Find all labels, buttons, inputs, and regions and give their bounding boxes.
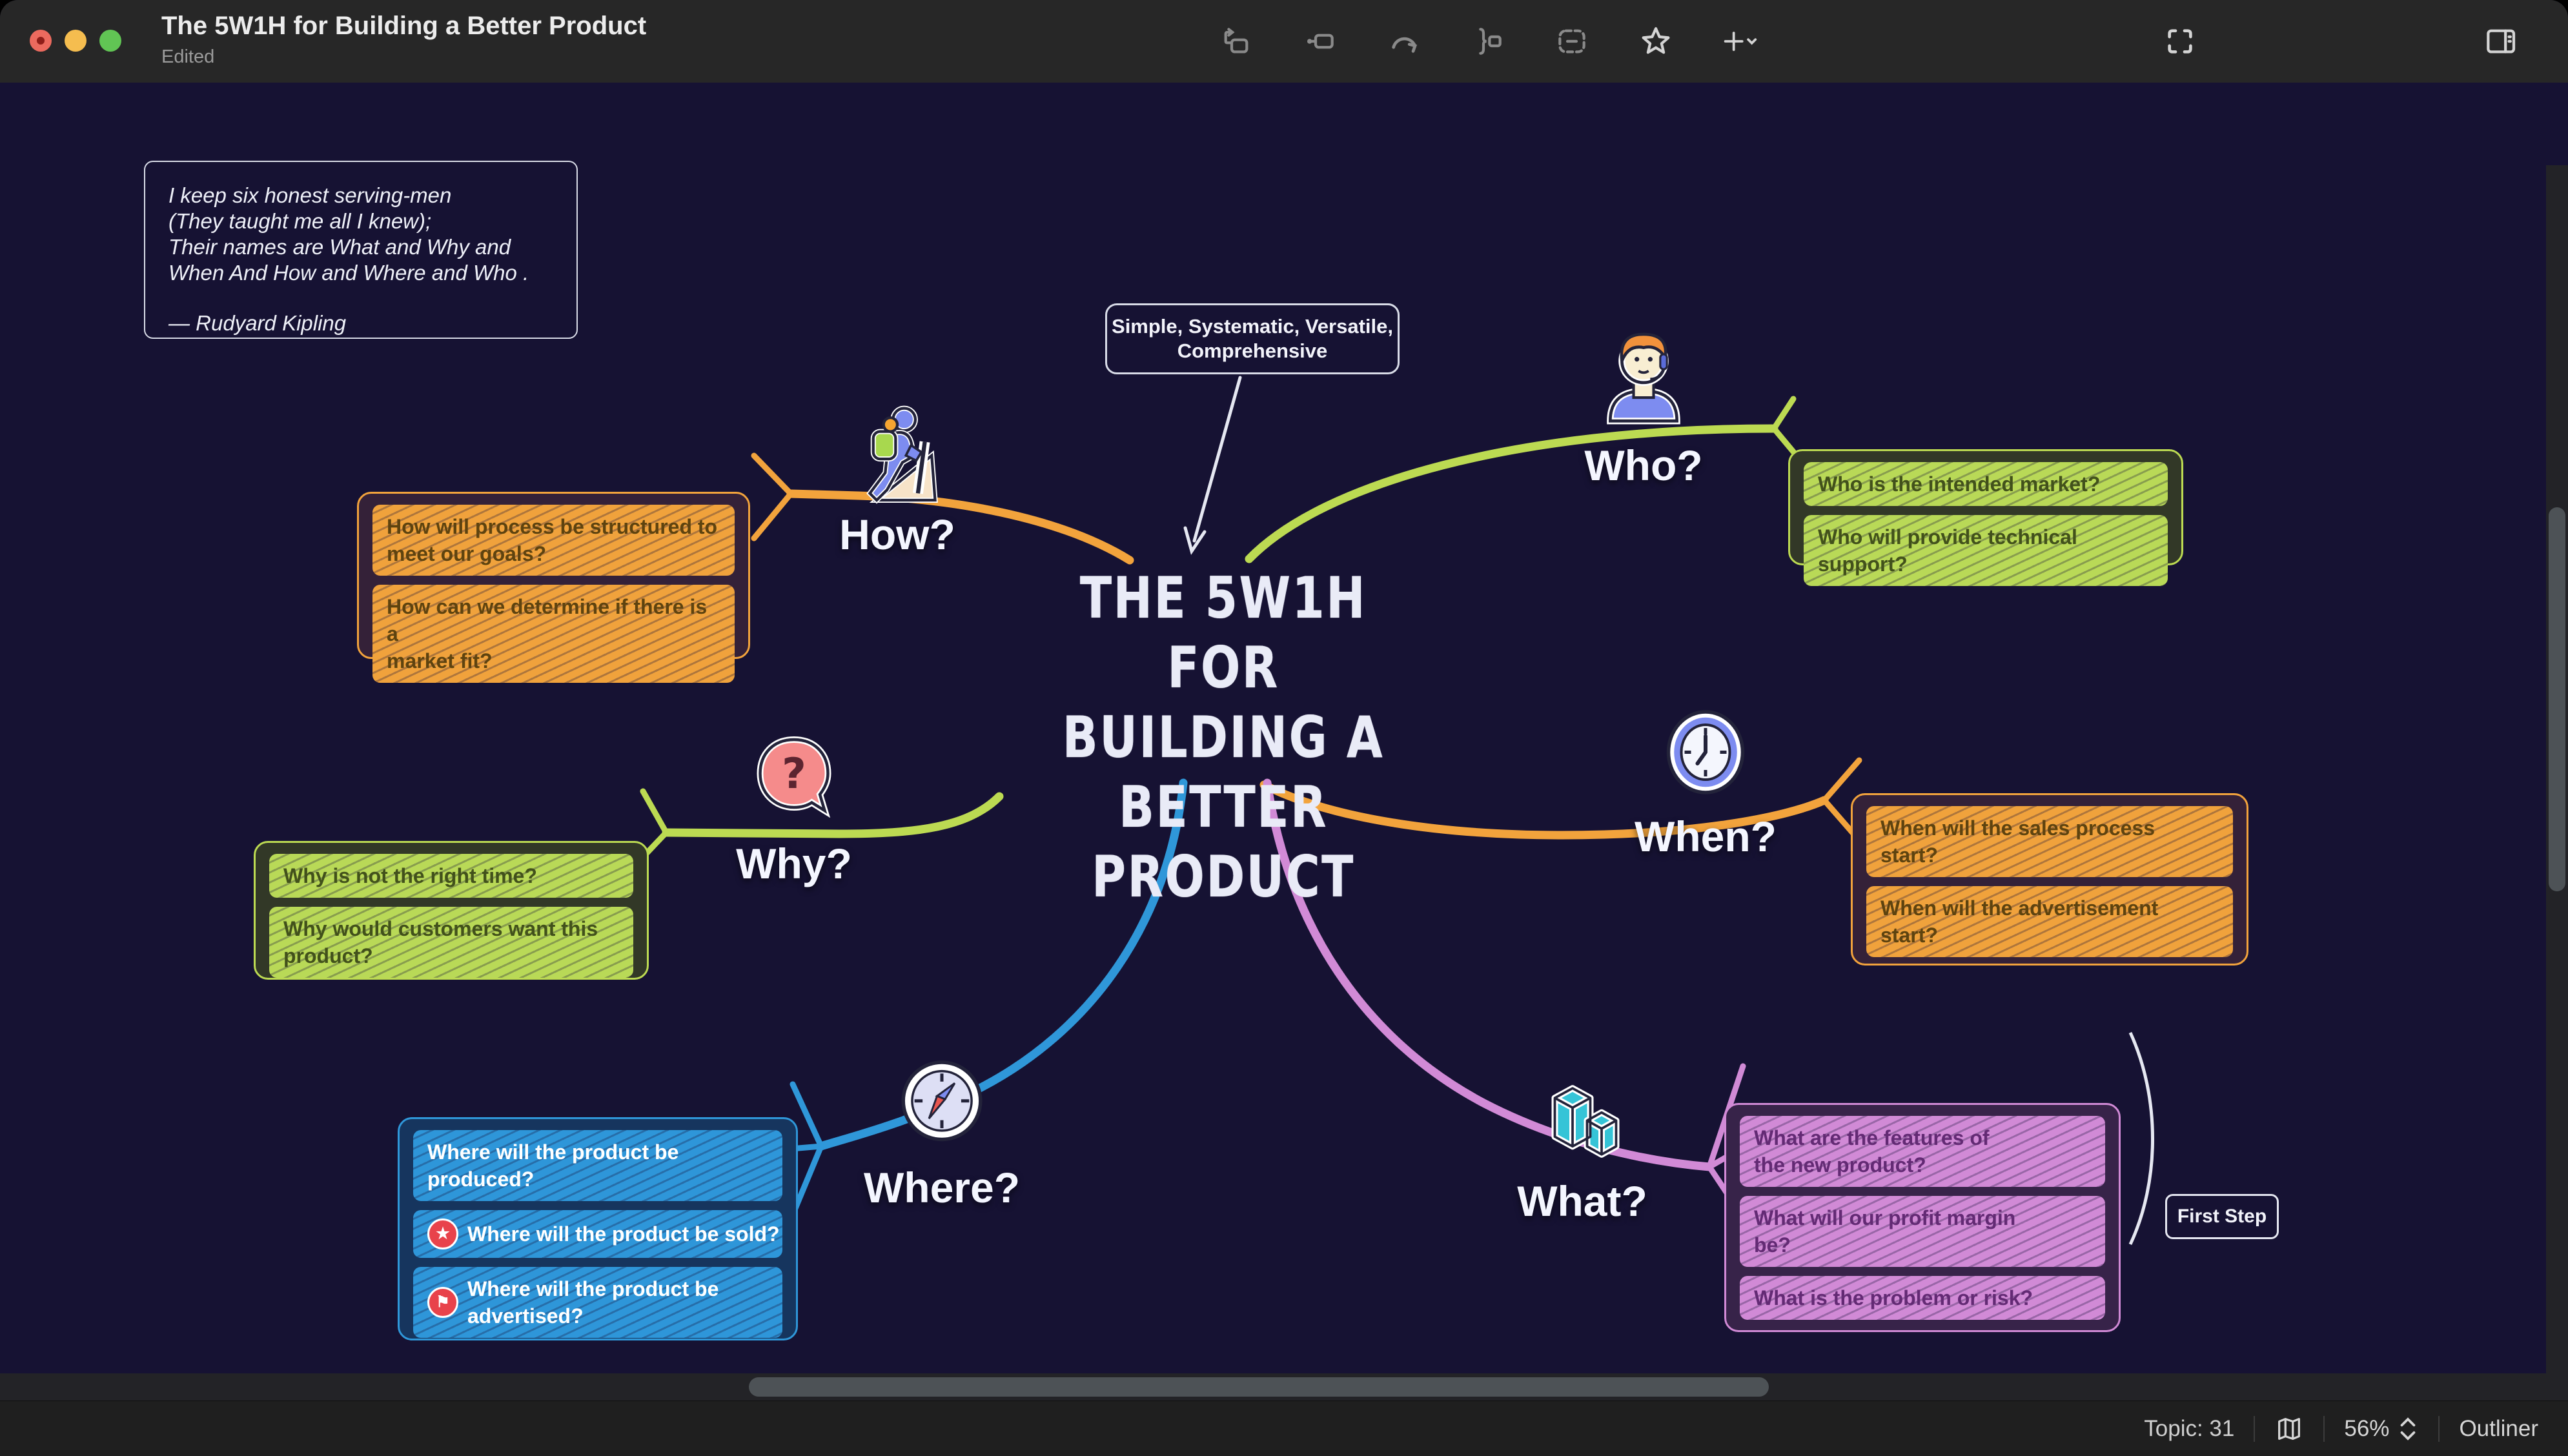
central-topic-line: BETTER PRODUCT xyxy=(1092,774,1355,910)
topic-text: Where will the product be advertised? xyxy=(467,1277,719,1328)
zoom-stepper-icon xyxy=(2401,1417,2416,1441)
topic-box[interactable]: How will process be structured to meet o… xyxy=(372,505,735,576)
when-boundary[interactable]: When will the sales process start? When … xyxy=(1851,793,2248,966)
topic-box[interactable]: What are the features of the new product… xyxy=(1740,1116,2105,1187)
zoom-level: 56% xyxy=(2344,1415,2390,1441)
branch-label-how[interactable]: How? xyxy=(839,511,955,558)
insert-subtopic-icon[interactable] xyxy=(1301,22,1340,61)
format-panel-icon[interactable] xyxy=(2481,22,2520,61)
outliner-button[interactable]: Outliner xyxy=(2459,1415,2538,1441)
quote-line: Their names are What and Why and xyxy=(168,235,511,259)
flag-marker-icon: ⚑ xyxy=(427,1287,458,1318)
why-boundary[interactable]: Why is not the right time? Why would cus… xyxy=(254,841,649,980)
cubes-icon xyxy=(1539,1075,1626,1168)
insert-topic-icon[interactable] xyxy=(1217,22,1256,61)
svg-text:?: ? xyxy=(782,750,806,798)
mindmap-canvas[interactable]: I keep six honest serving-men (They taug… xyxy=(0,83,2568,1456)
topic-box[interactable]: How can we determine if there is a marke… xyxy=(372,585,735,683)
title-bar: The 5W1H for Building a Better Product E… xyxy=(0,0,2568,83)
zoom-control[interactable]: 56% xyxy=(2344,1414,2419,1444)
branch-label-what[interactable]: What? xyxy=(1517,1177,1647,1225)
hiker-icon xyxy=(846,404,949,514)
quote-line: (They taught me all I knew); xyxy=(168,209,432,233)
minimize-button[interactable] xyxy=(65,30,87,52)
what-boundary[interactable]: What are the features of the new product… xyxy=(1724,1103,2121,1332)
topic-box[interactable]: Why is not the right time? xyxy=(269,854,633,898)
topic-count: Topic: 31 xyxy=(2144,1415,2235,1441)
central-topic-line: BUILDING A xyxy=(1062,704,1385,771)
summary-icon[interactable] xyxy=(1469,22,1507,61)
divider xyxy=(2323,1415,2325,1442)
insert-more-icon[interactable] xyxy=(1720,22,1759,61)
quote-topic[interactable]: I keep six honest serving-men (They taug… xyxy=(144,161,578,339)
where-boundary[interactable]: Where will the product be produced? ★ Wh… xyxy=(398,1117,798,1340)
quote-line: When And How and Where and Who . xyxy=(168,261,529,285)
horizontal-scrollbar-thumb[interactable] xyxy=(749,1377,1769,1397)
quote-author: — Rudyard Kipling xyxy=(168,311,347,335)
topic-box[interactable]: ⚑ Where will the product be advertised? xyxy=(413,1267,782,1338)
topic-box[interactable]: Who is the intended market? xyxy=(1804,462,2168,506)
relationship-icon[interactable] xyxy=(1385,22,1423,61)
clock-icon xyxy=(1660,705,1751,802)
central-topic[interactable]: THE 5W1H FOR BUILDING A BETTER PRODUCT xyxy=(1010,563,1436,912)
how-boundary[interactable]: How will process be structured to meet o… xyxy=(357,492,750,683)
summary-topic[interactable]: First Step xyxy=(2165,1194,2279,1239)
document-status: Edited xyxy=(161,46,215,67)
horizontal-scrollbar-track[interactable] xyxy=(0,1373,2568,1400)
compass-icon xyxy=(897,1056,987,1151)
close-button[interactable] xyxy=(30,30,52,52)
document-title: The 5W1H for Building a Better Product xyxy=(161,12,647,40)
fullscreen-icon[interactable] xyxy=(2161,22,2199,61)
topic-box[interactable]: Why would customers want this product? xyxy=(269,907,633,978)
marker-star-icon[interactable] xyxy=(1636,22,1675,61)
toolbar xyxy=(1217,0,1759,83)
star-marker-icon: ★ xyxy=(427,1218,458,1249)
floating-note-topic[interactable]: Simple, Systematic, Versatile, Comprehen… xyxy=(1105,303,1400,374)
topic-box[interactable]: ★ Where will the product be sold? xyxy=(413,1210,782,1258)
status-bar: Topic: 31 56% Outliner xyxy=(0,1400,2568,1456)
vertical-scrollbar-track[interactable] xyxy=(2546,165,2568,1456)
zoom-window-button[interactable] xyxy=(99,30,121,52)
topic-box[interactable]: Who will provide technical support? xyxy=(1804,515,2168,586)
branch-label-when[interactable]: When? xyxy=(1635,813,1777,860)
vertical-scrollbar-thumb[interactable] xyxy=(2549,507,2565,891)
boundary-icon[interactable] xyxy=(1553,22,1591,61)
who-boundary[interactable]: Who is the intended market? Who will pro… xyxy=(1788,449,2183,586)
divider xyxy=(2254,1415,2256,1442)
topic-text: Where will the product be sold? xyxy=(467,1222,780,1246)
central-topic-line: THE 5W1H FOR xyxy=(1079,565,1367,701)
topic-box[interactable]: What will our profit margin be? xyxy=(1740,1196,2105,1267)
topic-box[interactable]: When will the sales process start? xyxy=(1866,806,2233,877)
branch-label-where[interactable]: Where? xyxy=(863,1164,1021,1211)
person-headset-icon xyxy=(1594,323,1694,432)
branch-label-why[interactable]: Why? xyxy=(736,840,852,887)
branch-label-who[interactable]: Who? xyxy=(1584,441,1703,489)
topic-box[interactable]: What is the problem or risk? xyxy=(1740,1276,2105,1320)
topic-box[interactable]: Where will the product be produced? xyxy=(413,1130,782,1201)
divider xyxy=(2438,1415,2440,1442)
topic-box[interactable]: When will the advertisement start? xyxy=(1866,886,2233,957)
question-bubble-icon: ? xyxy=(751,733,838,827)
map-overview-icon[interactable] xyxy=(2274,1414,2304,1444)
quote-line: I keep six honest serving-men xyxy=(168,183,452,207)
